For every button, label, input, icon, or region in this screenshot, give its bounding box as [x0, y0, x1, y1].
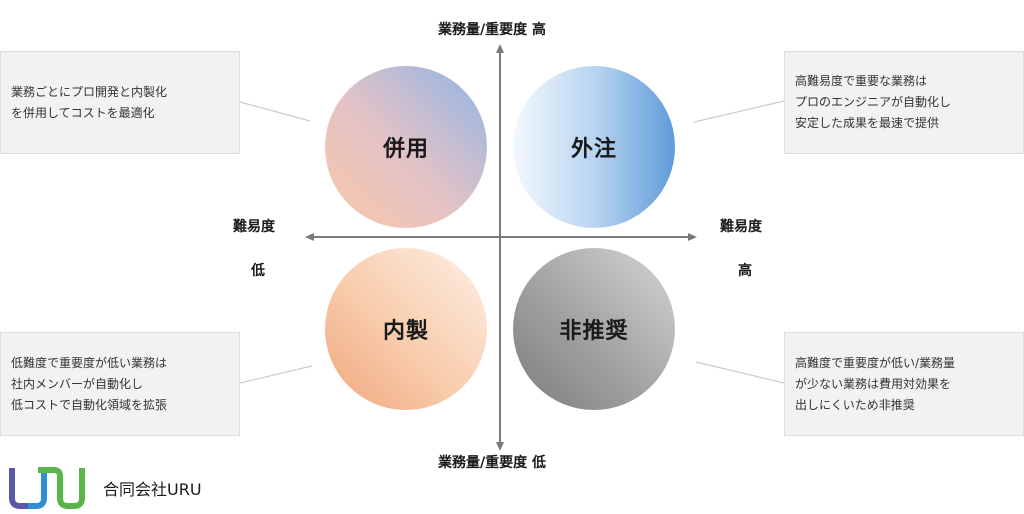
uru-logo-icon: [9, 467, 85, 509]
quadrant-circle-not-recommended: 非推奨: [513, 248, 675, 410]
company-name: 合同会社URU: [103, 480, 202, 499]
quadrant-label-outsource: 外注: [570, 137, 617, 162]
quadrant-label-not-recommended: 非推奨: [559, 319, 629, 344]
note-line: 社内メンバーが自動化し: [11, 376, 144, 391]
note-line: 業務ごとにプロ開発と内製化: [11, 84, 168, 99]
axis-label-bottom: 業務量/重要度 低: [438, 455, 546, 471]
note-box-inhouse: 低難度で重要度が低い業務は 社内メンバーが自動化し 低コストで自動化領域を拡張: [0, 332, 240, 436]
quadrant-label-combined: 併用: [382, 137, 429, 162]
quadrant-circle-inhouse: 内製: [325, 248, 487, 410]
note-box-outsource: 高難易度で重要な業務は プロのエンジニアが自動化し 安定した成果を最速で提供: [784, 51, 1024, 154]
quadrant-circle-combined: 併用: [325, 66, 487, 228]
connector-bottom-left: [239, 365, 313, 384]
note-line: を併用してコストを最適化: [11, 105, 155, 120]
connector-bottom-right: [695, 361, 785, 384]
note-box-not-recommended: 高難度で重要度が低い/業務量 が少ない業務は費用対効果を 出しにくいため非推奨: [784, 332, 1024, 436]
note-line: 低コストで自動化領域を拡張: [11, 397, 168, 412]
axis-label-top: 業務量/重要度 高: [438, 22, 546, 38]
note-box-combined: 業務ごとにプロ開発と内製化 を併用してコストを最適化: [0, 51, 240, 154]
connector-top-right: [693, 100, 785, 123]
note-line: 出しにくいため非推奨: [795, 397, 915, 412]
note-line: 低難度で重要度が低い業務は: [11, 355, 168, 370]
axis-label-left-title: 難易度: [233, 219, 275, 235]
note-line: が少ない業務は費用対効果を: [795, 376, 952, 391]
note-line: プロのエンジニアが自動化し: [795, 95, 952, 109]
quadrant-circle-outsource: 外注: [513, 66, 675, 228]
note-line: 高難度で重要度が低い/業務量: [795, 355, 956, 370]
note-line: 高難易度で重要な業務は: [795, 74, 928, 88]
axis-label-left-value: 低: [251, 263, 265, 279]
axis-label-right-title: 難易度: [720, 219, 762, 235]
connector-top-left: [239, 101, 311, 122]
quadrant-label-inhouse: 内製: [382, 319, 429, 344]
note-line: 安定した成果を最速で提供: [795, 116, 940, 130]
axis-label-right-value: 高: [738, 263, 752, 279]
